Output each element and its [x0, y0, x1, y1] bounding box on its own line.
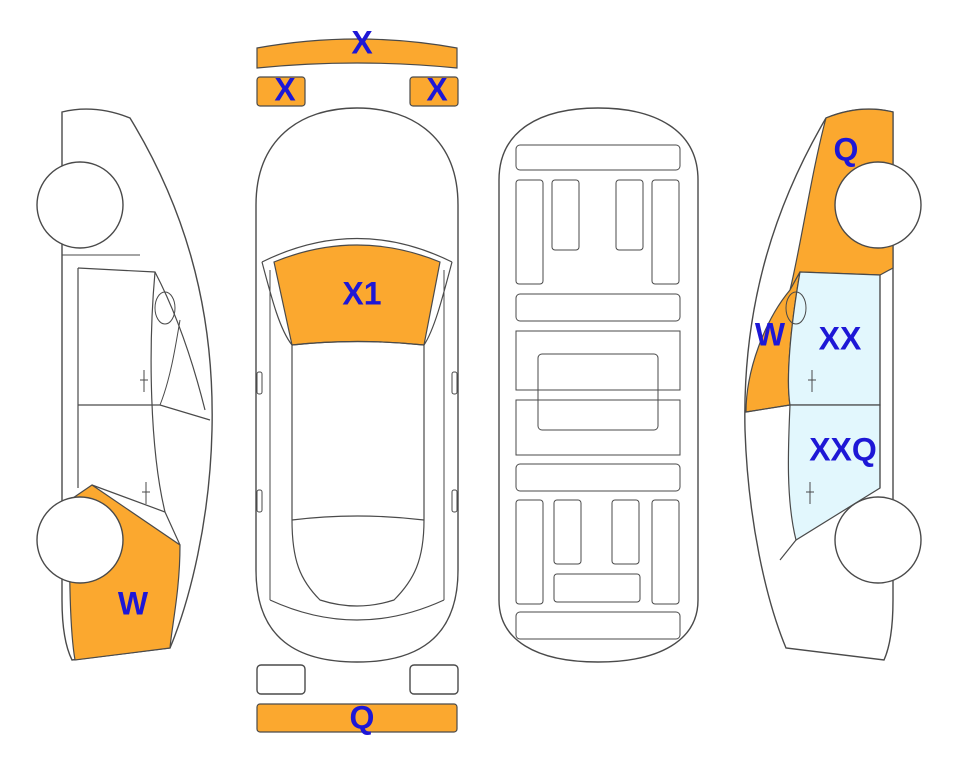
car-right-side-view — [744, 108, 922, 661]
label-front-light-left: X — [274, 71, 296, 107]
front-light-right-panel[interactable] — [409, 76, 459, 107]
car-left-side-view — [36, 108, 213, 661]
label-windshield: X1 — [342, 275, 381, 311]
right-rear-door-panel[interactable] — [787, 404, 881, 541]
label-right-rear-door: XXQ — [809, 431, 877, 467]
label-right-front-door: XX — [819, 320, 862, 356]
label-left-rear-quarter: W — [118, 585, 149, 621]
car-underbody-view — [498, 107, 699, 663]
rear-light-right[interactable] — [409, 664, 459, 695]
front-light-left-panel[interactable] — [256, 76, 306, 107]
label-front-bumper: X — [351, 24, 373, 60]
label-right-front-fender: Q — [834, 131, 859, 167]
rear-bumper-panel[interactable] — [256, 703, 458, 733]
label-rear-bumper: Q — [350, 699, 375, 735]
rear-light-left[interactable] — [256, 664, 306, 695]
label-front-light-right: X — [426, 71, 448, 107]
car-top-view — [255, 107, 459, 663]
label-right-a-pillar: W — [755, 316, 786, 352]
front-bumper-panel[interactable] — [256, 38, 458, 69]
